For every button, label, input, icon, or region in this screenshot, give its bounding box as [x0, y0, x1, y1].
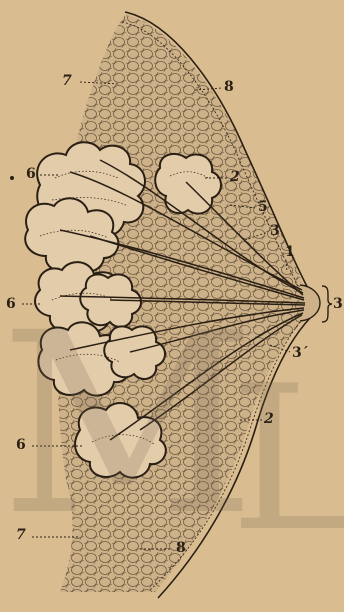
label-skin-top: 8 [224, 80, 234, 94]
watermark-letter-l: L [230, 360, 344, 560]
label-3-upper: 3 [270, 224, 280, 238]
label-3-prime: 3´ [292, 346, 309, 360]
label-5: 5 [258, 200, 268, 214]
label-lobe-bottom: 6 [16, 438, 26, 452]
label-lobe-mid: 6 [6, 297, 16, 311]
label-3-brace: 3 [333, 297, 343, 311]
label-lobe-top: 6 [26, 167, 36, 181]
label-fat-bottom: 7 [16, 528, 26, 542]
label-2-bottom: 2 [264, 412, 274, 426]
brace-3 [322, 286, 332, 322]
label-1: 1 [285, 245, 295, 259]
label-skin-bottom: 8 [176, 541, 186, 555]
stray-dot [10, 176, 14, 180]
label-2-top: 2 [230, 170, 240, 184]
label-fat-top: 7 [62, 74, 72, 88]
watermark-letter-m: M [0, 300, 256, 550]
